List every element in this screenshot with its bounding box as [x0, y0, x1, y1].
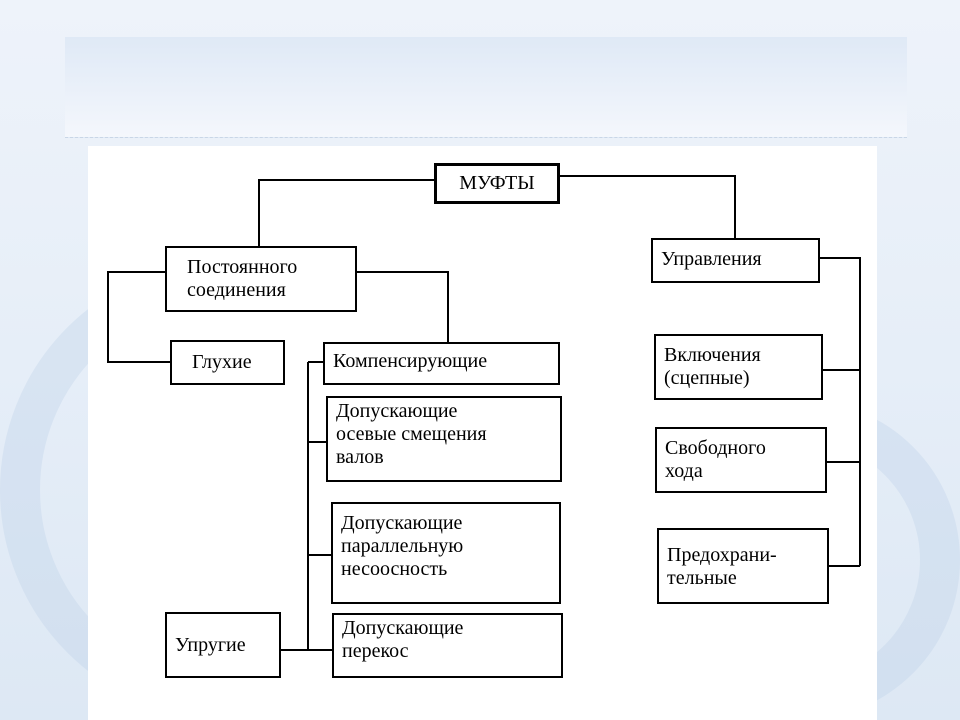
node-safety: Предохрани- тельные — [657, 528, 829, 604]
node-engaging: Включения (сцепные) — [654, 334, 823, 400]
line-permanent-rigid — [107, 271, 170, 363]
line-permanent-compensating — [357, 271, 449, 342]
line-root-control — [560, 175, 736, 238]
line-root-permanent — [258, 179, 434, 247]
node-elastic: Упругие — [165, 612, 281, 678]
node-control: Управления — [651, 238, 820, 283]
title-panel — [65, 37, 907, 138]
node-axial: Допускающие осевые смещения валов — [326, 396, 562, 482]
node-root: МУФТЫ — [434, 163, 560, 204]
node-skew: Допускающие перекос — [332, 613, 563, 678]
node-rigid: Глухие — [170, 340, 285, 385]
node-permanent: Постоянного соединения — [165, 246, 357, 312]
node-compensating: Компенсирующие — [323, 342, 560, 385]
node-freewheel: Свободного хода — [655, 427, 827, 493]
line-control-trunk — [820, 257, 861, 566]
node-parallel: Допускающие параллельную несоосность — [331, 502, 561, 604]
